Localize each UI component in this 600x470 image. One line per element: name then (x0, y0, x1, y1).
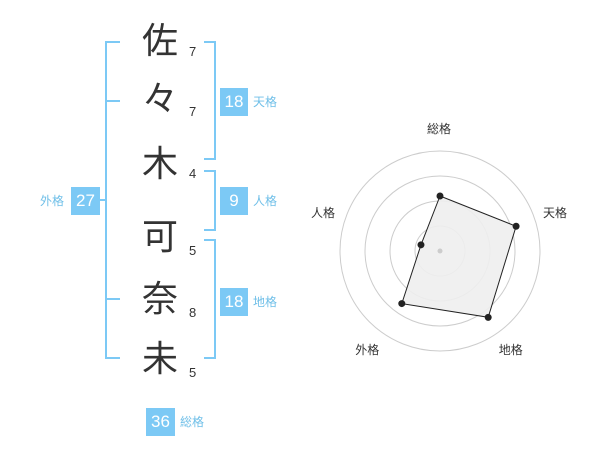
jin-bracket-bottom (204, 229, 216, 231)
name-char-1: 佐 (141, 21, 178, 62)
chi-bracket-bottom (204, 357, 216, 359)
chi-kaku-label: 地格 (253, 295, 278, 309)
jin-kaku-value: 9 (220, 187, 248, 215)
radar-ring-4 (339, 150, 541, 352)
ten-bracket-top (204, 41, 216, 43)
gai-bracket-tick-1 (105, 100, 120, 102)
ten-kaku-value: 18 (220, 88, 248, 116)
gai-bracket-bottom (105, 357, 120, 359)
stroke-count-5: 8 (189, 305, 197, 320)
radar-axis-label-1: 総格 (427, 122, 452, 136)
ten-bracket-bottom (204, 158, 216, 160)
radar-shape (401, 195, 517, 318)
chi-kaku-value: 18 (220, 288, 248, 316)
radar-point-5 (417, 241, 425, 249)
radar-axis-label-2: 天格 (543, 206, 568, 221)
stroke-count-2: 7 (189, 104, 197, 119)
jin-bracket-top (204, 170, 216, 172)
stroke-count-3: 4 (189, 166, 197, 181)
chi-bracket-top (204, 239, 216, 241)
jin-kaku-label: 人格 (253, 194, 278, 208)
gai-bracket-connector (98, 199, 107, 201)
name-char-5: 奈 (141, 279, 178, 320)
radar-axis-label-4: 外格 (355, 342, 380, 357)
radar-point-4 (398, 300, 406, 308)
radar-axis-label-5: 人格 (310, 206, 335, 221)
gai-bracket-top (105, 41, 120, 43)
stroke-count-6: 5 (189, 365, 197, 380)
stroke-count-4: 5 (189, 243, 197, 258)
ten-bracket-vertical (214, 41, 216, 160)
sou-kaku-value: 36 (146, 408, 175, 436)
radar-point-3 (484, 313, 492, 321)
name-char-4: 可 (141, 217, 178, 258)
name-char-3: 木 (141, 144, 178, 185)
gai-kaku-value: 27 (71, 187, 100, 215)
stroke-count-1: 7 (189, 44, 197, 59)
radar-point-1 (436, 192, 444, 200)
radar-point-2 (512, 222, 520, 230)
radar-center (437, 248, 443, 254)
radar-ring-3 (364, 175, 516, 327)
name-char-6: 未 (141, 339, 178, 380)
sou-kaku-label: 総格 (180, 415, 205, 429)
gai-kaku-label: 外格 (40, 194, 65, 208)
radar-axis-label-3: 地格 (498, 342, 523, 357)
chi-bracket-vertical (214, 239, 216, 359)
name-char-2: 々 (141, 79, 178, 120)
gai-bracket-tick-2 (105, 298, 120, 300)
ten-kaku-label: 天格 (253, 95, 278, 109)
jin-bracket-vertical (214, 170, 216, 231)
